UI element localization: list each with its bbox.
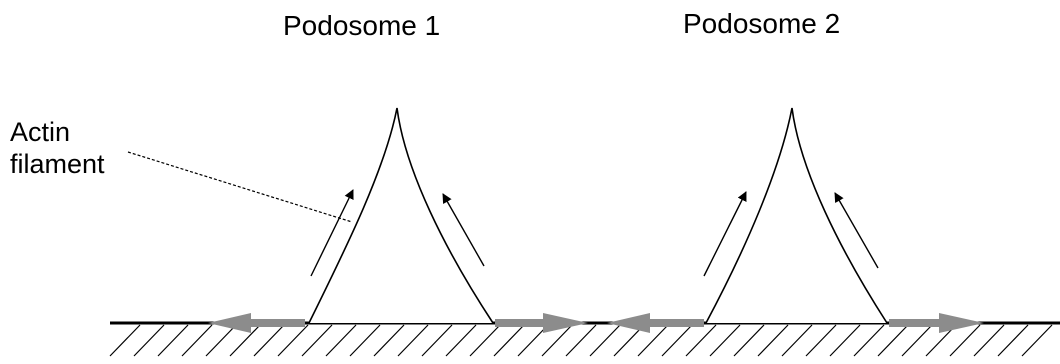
- podosome-2-title: Podosome 2: [683, 8, 841, 39]
- podosome-1-flow-arrow-right: [442, 193, 485, 267]
- hatch-stroke: [805, 324, 837, 357]
- hatch-stroke: [397, 324, 429, 357]
- hatch-stroke: [757, 324, 789, 357]
- hatch-stroke: [469, 324, 501, 357]
- hatch-stroke: [829, 324, 861, 357]
- podosome-2: [607, 107, 984, 333]
- hatch-stroke: [301, 324, 333, 357]
- hatch-stroke: [157, 324, 189, 357]
- hatch-stroke: [997, 324, 1029, 357]
- hatch-stroke: [589, 324, 621, 357]
- podosome-2-force-arrow-left: [607, 313, 704, 333]
- hatch-stroke: [133, 324, 165, 357]
- hatch-stroke: [565, 324, 597, 357]
- podosome-1-force-arrow-right: [495, 313, 588, 333]
- hatch-stroke: [1021, 324, 1053, 357]
- podosome-1-outline: [308, 107, 494, 324]
- podosome-2-outline: [705, 107, 888, 324]
- hatch-stroke: [853, 324, 885, 357]
- hatch-stroke: [661, 324, 693, 357]
- hatch-stroke: [709, 324, 741, 357]
- hatch-stroke: [229, 324, 261, 357]
- hatch-stroke: [181, 324, 213, 357]
- hatch-stroke: [205, 324, 237, 357]
- podosome-2-flow-arrow-left: [703, 191, 747, 277]
- hatch-stroke: [973, 324, 1005, 357]
- podosome-1-title: Podosome 1: [283, 10, 441, 41]
- hatch-stroke: [733, 324, 765, 357]
- hatch-stroke: [421, 324, 453, 357]
- hatch-stroke: [901, 324, 933, 357]
- hatch-stroke: [541, 324, 573, 357]
- podosome-1-flow-arrow-left: [310, 189, 354, 277]
- actin-filament-leader-line: [127, 151, 353, 223]
- hatch-stroke: [325, 324, 357, 357]
- hatch-stroke: [373, 324, 405, 357]
- podosome-2-flow-arrow-right: [834, 192, 879, 269]
- hatch-stroke: [493, 324, 525, 357]
- actin-label-line-2: filament: [10, 149, 105, 179]
- hatch-stroke: [109, 324, 141, 357]
- hatch-stroke: [349, 324, 381, 357]
- actin-label-line-1: Actin: [10, 117, 71, 147]
- substrate-hatching: [109, 324, 1053, 357]
- actin-filament-label: Actin filament: [10, 116, 150, 180]
- hatch-stroke: [277, 324, 309, 357]
- podosome-1: [208, 107, 588, 333]
- hatch-stroke: [949, 324, 981, 357]
- hatch-stroke: [877, 324, 909, 357]
- hatch-stroke: [637, 324, 669, 357]
- podosome-2-force-arrow-right: [889, 313, 984, 333]
- hatch-stroke: [253, 324, 285, 357]
- hatch-stroke: [685, 324, 717, 357]
- podosome-1-force-arrow-left: [208, 313, 305, 333]
- hatch-stroke: [445, 324, 477, 357]
- hatch-stroke: [781, 324, 813, 357]
